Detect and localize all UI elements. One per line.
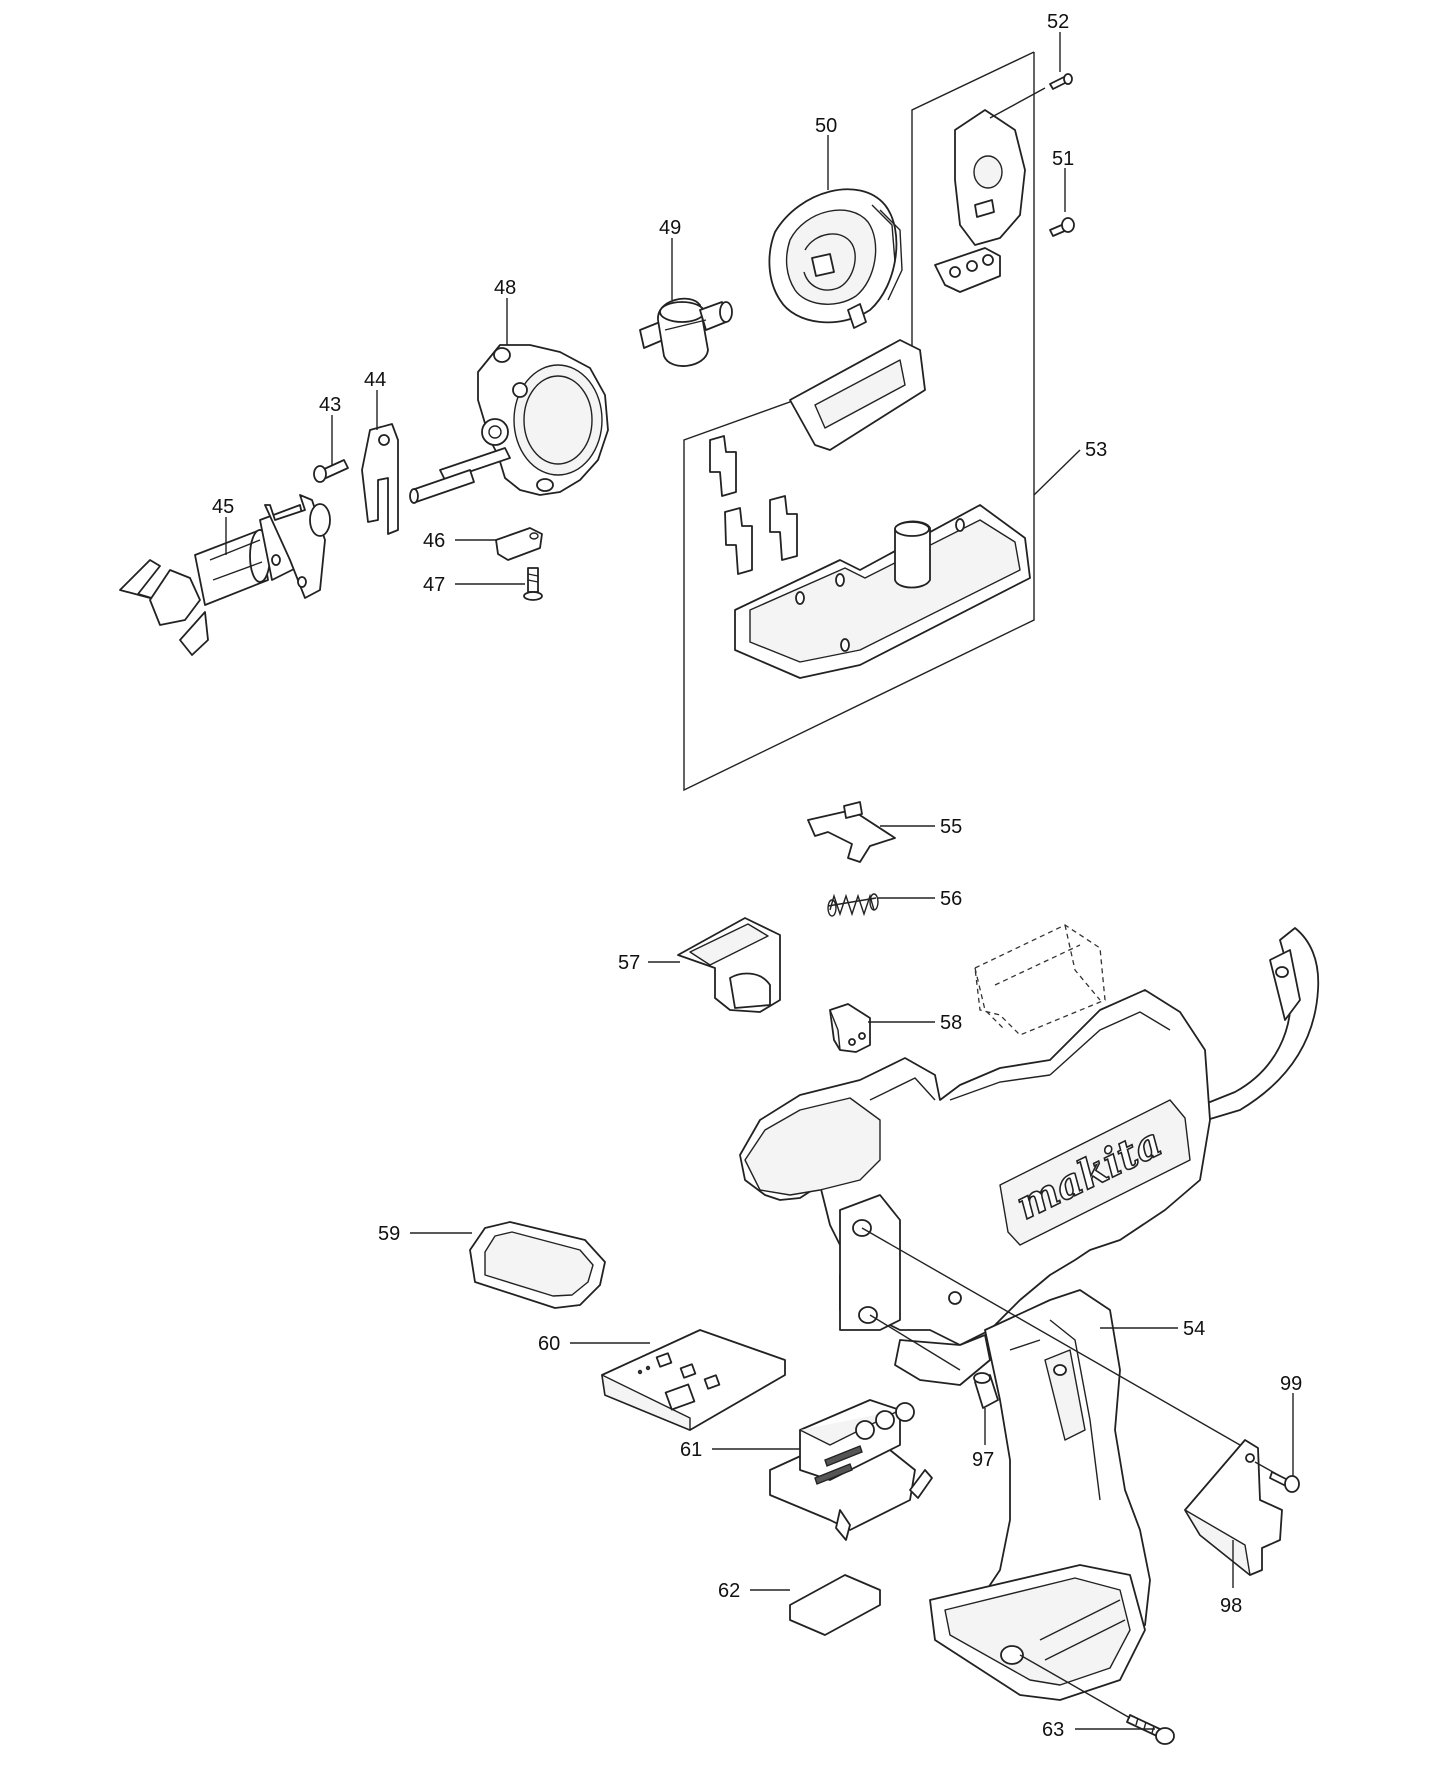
- callout-53: 53: [1085, 439, 1107, 461]
- callout-47: 47: [423, 574, 445, 596]
- part-57-spring: [827, 893, 879, 917]
- part-63-label: [789, 1574, 881, 1636]
- part-53-controller-case: [709, 109, 1031, 679]
- callout-52: 52: [1047, 11, 1069, 33]
- callout-57: 56: [940, 888, 962, 910]
- callout-48: 48: [494, 277, 516, 299]
- callout-labels: 52 51 50 49 48 44 43 45 46 47 53 55 56 5…: [212, 11, 1302, 1741]
- callout-44: 44: [364, 369, 386, 391]
- callout-98: 98: [1220, 1595, 1242, 1617]
- callout-59: 58: [940, 1012, 962, 1034]
- part-60-gasket: [469, 1221, 606, 1309]
- part-43-screw: [313, 459, 349, 483]
- part-47-screw: [523, 567, 543, 601]
- callout-43: 43: [319, 394, 341, 416]
- callout-55: 63: [1042, 1719, 1064, 1741]
- callout-46: 46: [423, 530, 445, 552]
- part-97-pin: [973, 1372, 999, 1409]
- part-62-controller-board: [769, 1399, 933, 1541]
- callout-51: 51: [1052, 148, 1074, 170]
- part-51-screw: [1049, 217, 1075, 237]
- callout-61: 60: [538, 1333, 560, 1355]
- part-49-rotor: [639, 297, 733, 367]
- callout-60: 59: [378, 1223, 400, 1245]
- part-61-control-panel: [601, 1329, 786, 1431]
- part-45-clutch-assembly: [119, 494, 331, 656]
- part-55-screw: [1126, 1714, 1175, 1745]
- part-46-plate: [495, 527, 543, 561]
- assembly-guide-lines: [861, 1227, 1281, 1719]
- callout-45: 45: [212, 496, 234, 518]
- part-52-screw: [1049, 73, 1073, 90]
- part-59-switch: [829, 1003, 871, 1053]
- part-98-bracket: [1184, 1439, 1283, 1576]
- dashed-insert-outline: [974, 924, 1106, 1036]
- part-50-stator: [768, 188, 903, 329]
- part-99-screw: [1269, 1471, 1300, 1493]
- callout-50: 50: [815, 115, 837, 137]
- part-44-fork-plate: [361, 423, 399, 535]
- callout-54: 54: [1183, 1318, 1205, 1340]
- callout-97: 97: [972, 1449, 994, 1471]
- part-56-switch-lever: [807, 801, 896, 863]
- callout-99: 99: [1280, 1373, 1302, 1395]
- callout-56: 55: [940, 816, 962, 838]
- assembly-boundary-53: [683, 51, 1035, 792]
- part-58-trigger: [677, 917, 781, 1013]
- callout-49: 49: [659, 217, 681, 239]
- part-48-gear-housing: [409, 344, 609, 504]
- callout-63: 62: [718, 1580, 740, 1602]
- callout-58: 57: [618, 952, 640, 974]
- leader-lines: [225, 32, 1294, 1730]
- callout-62: 61: [680, 1439, 702, 1461]
